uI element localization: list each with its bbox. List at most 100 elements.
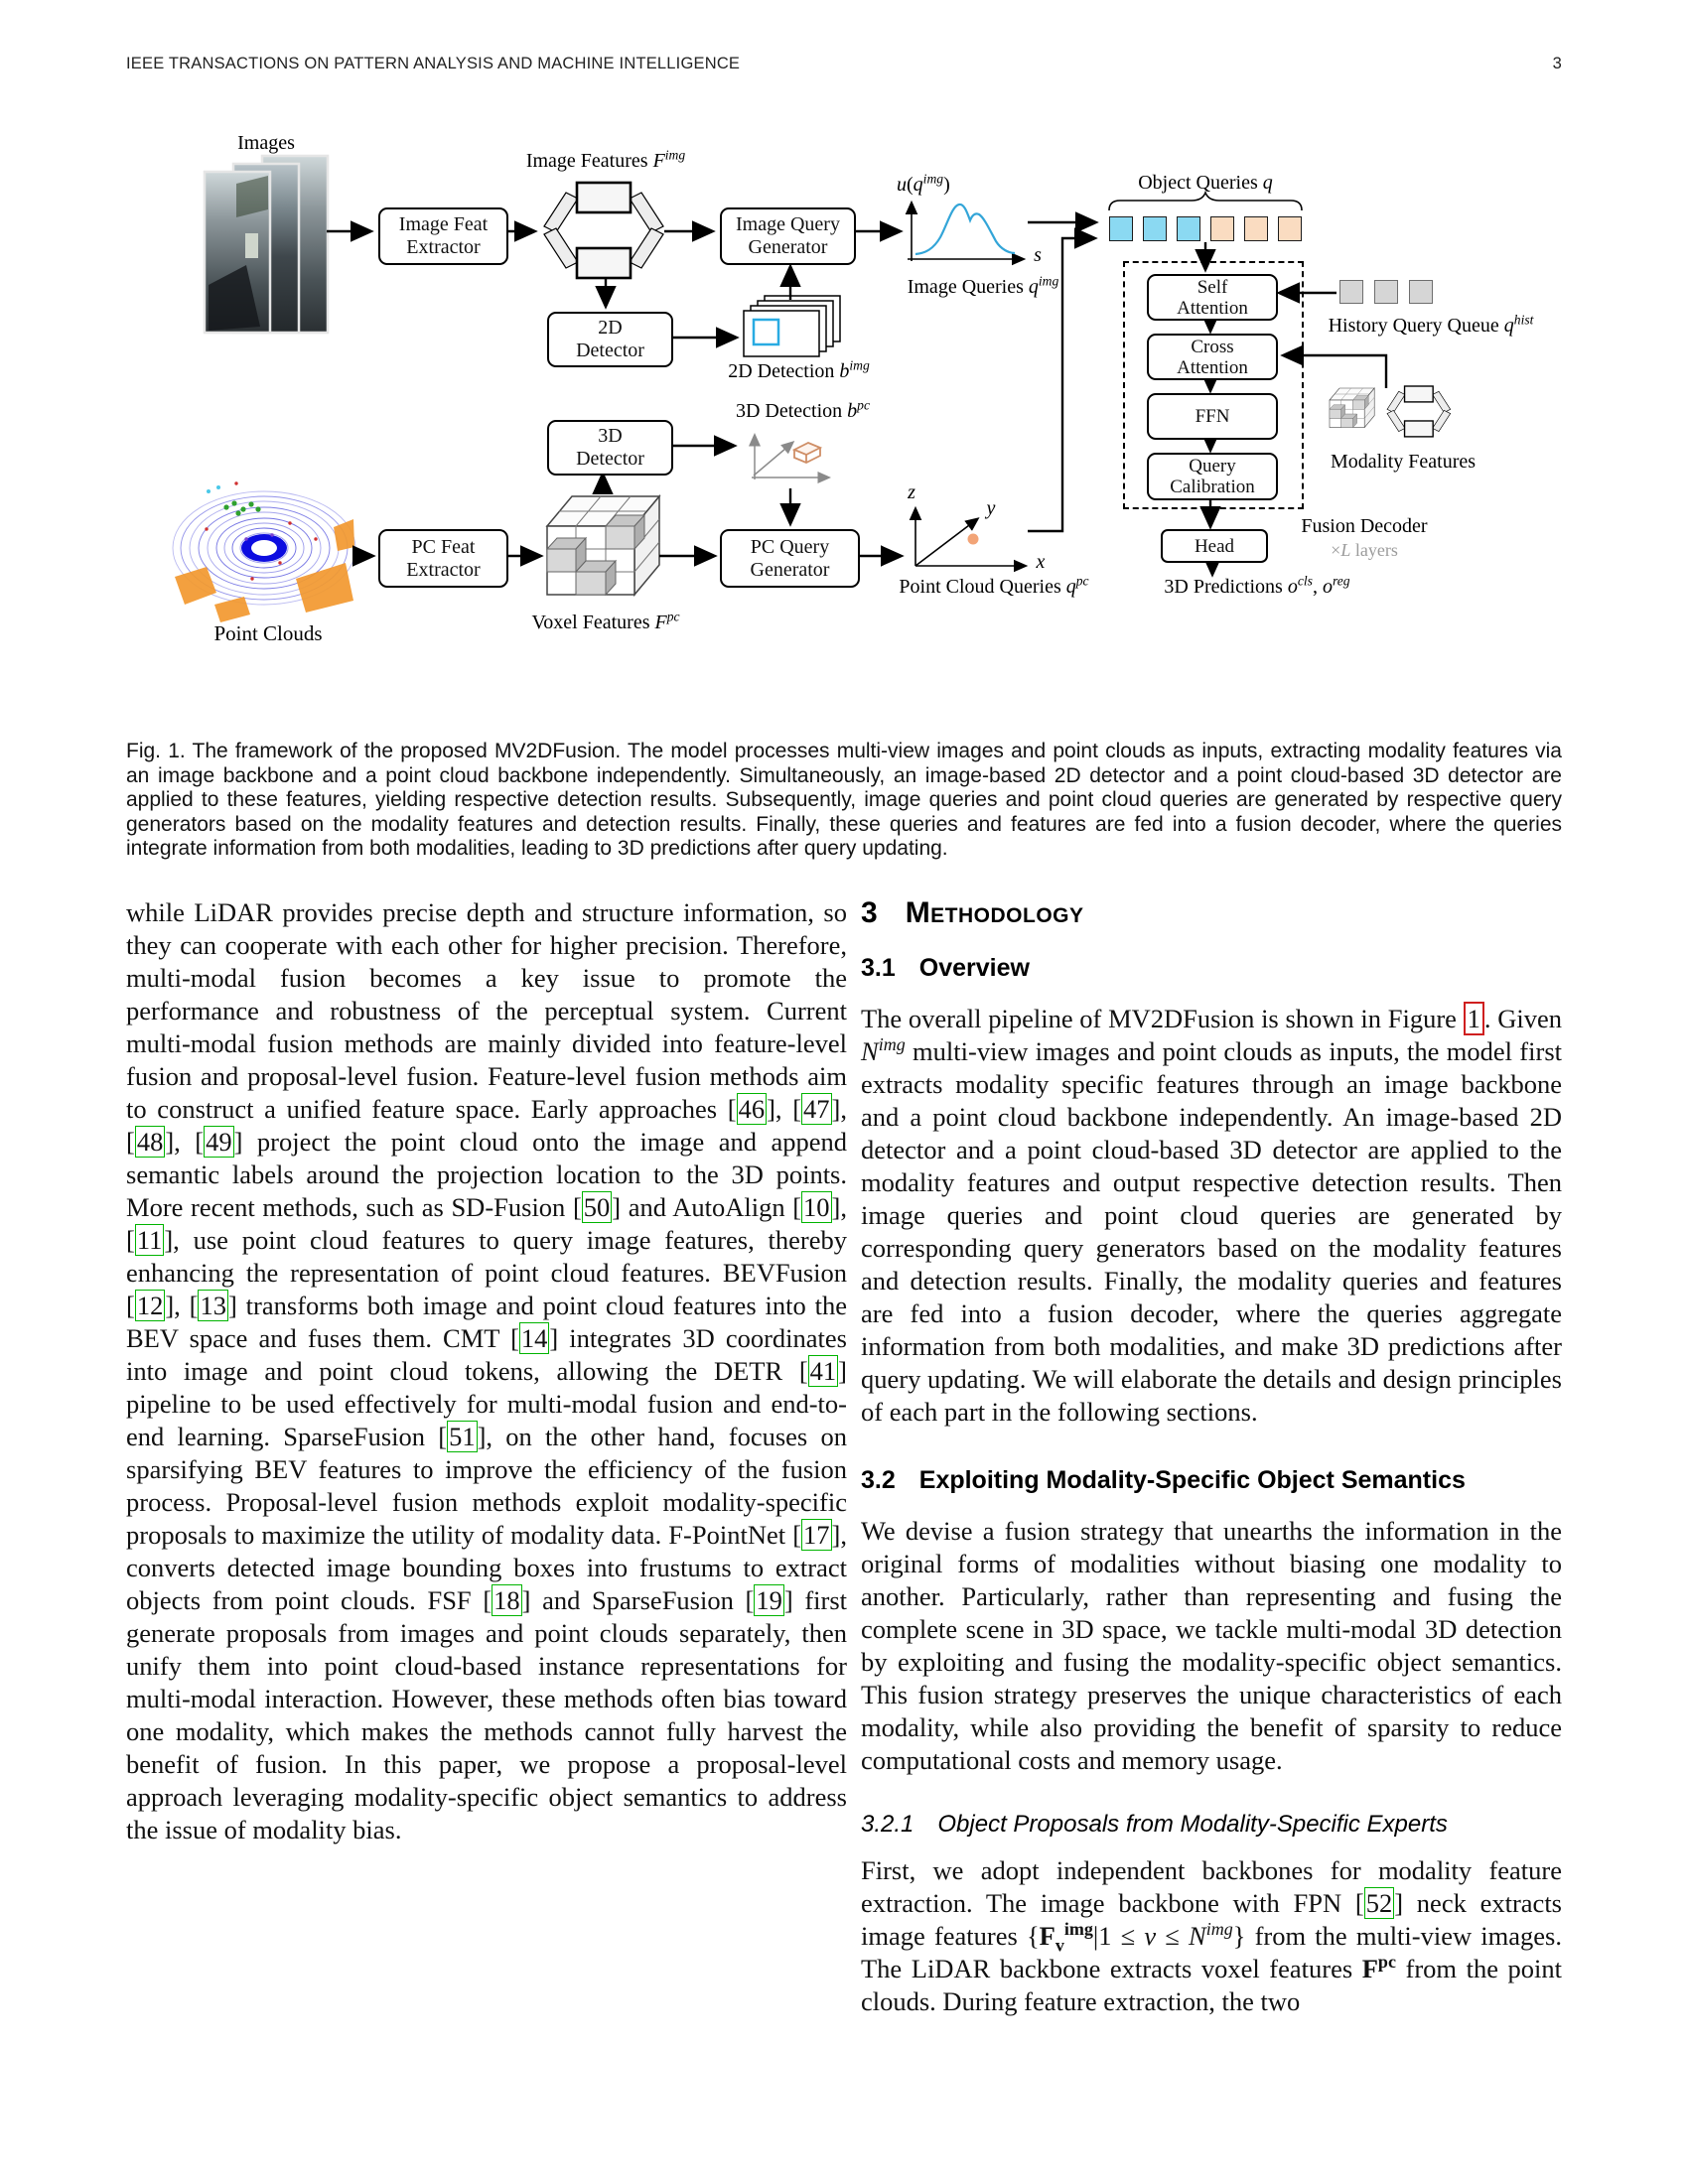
box-line: Attention bbox=[1177, 356, 1248, 378]
3d-predictions-label: 3D Predictions ocls, oreg bbox=[1164, 573, 1350, 598]
box-line: Image Feat bbox=[398, 213, 489, 235]
voxel-features-icon bbox=[546, 495, 660, 596]
history-query-square bbox=[1409, 280, 1433, 304]
box-line: Cross bbox=[1191, 336, 1234, 357]
pc-query-square bbox=[1244, 216, 1268, 241]
pc-queries-label: Point Cloud Queries qpc bbox=[899, 573, 1089, 598]
uq-label: u(qimg) bbox=[897, 171, 950, 196]
citation-link[interactable]: 10 bbox=[801, 1191, 832, 1223]
history-query-square bbox=[1339, 280, 1363, 304]
image-query-square bbox=[1109, 216, 1133, 241]
subsection-title: Exploiting Modality-Specific Object Sema… bbox=[918, 1466, 1466, 1494]
point-clouds-label: Point Clouds bbox=[213, 621, 323, 645]
image-features-icon bbox=[542, 181, 665, 280]
citation-link[interactable]: 50 bbox=[581, 1191, 613, 1223]
query-calibration-box: Query Calibration bbox=[1147, 453, 1278, 500]
math-var: L bbox=[1340, 540, 1351, 560]
image-query-score-plot bbox=[905, 200, 1027, 266]
page-number: 3 bbox=[1552, 55, 1562, 72]
head-box: Head bbox=[1161, 529, 1268, 563]
citation-link[interactable]: 51 bbox=[447, 1421, 478, 1452]
intro-paragraph: while LiDAR provides precise depth and s… bbox=[126, 897, 848, 1844]
citation-link[interactable]: 52 bbox=[1363, 1887, 1395, 1919]
3d-detector-box: 3D Detector bbox=[547, 420, 673, 476]
history-queue-row bbox=[1339, 280, 1433, 304]
score-curve bbox=[914, 203, 1016, 256]
citation-link[interactable]: 12 bbox=[134, 1290, 166, 1321]
math-var: Fpc bbox=[654, 609, 680, 633]
citation-link[interactable]: 18 bbox=[492, 1584, 522, 1616]
math-var: qhist bbox=[1503, 312, 1534, 337]
fusion-decoder-boundary bbox=[1123, 261, 1304, 509]
citation-link[interactable]: 19 bbox=[754, 1584, 784, 1616]
box-line: Extractor bbox=[406, 558, 481, 581]
image-query-square bbox=[1143, 216, 1167, 241]
2d-detection-stack bbox=[743, 295, 841, 357]
citation-link[interactable]: 46 bbox=[736, 1093, 768, 1125]
math-var: qimg bbox=[1028, 273, 1059, 298]
multi-view-images-thumbnail bbox=[203, 154, 330, 335]
section-number: 3 bbox=[861, 896, 878, 929]
cross-attention-box: Cross Attention bbox=[1147, 334, 1278, 380]
pc-query-square bbox=[1210, 216, 1234, 241]
math-var: q bbox=[1262, 172, 1273, 194]
figure-1: Image Feat Extractor Image Query Generat… bbox=[149, 114, 1589, 675]
voxel-features-label: Voxel Features Fpc bbox=[531, 609, 680, 633]
citation-link[interactable]: 13 bbox=[198, 1290, 228, 1321]
x-axis-label: x bbox=[1036, 551, 1046, 573]
box-line: Query bbox=[1189, 456, 1236, 477]
pc-query-point bbox=[967, 533, 979, 545]
pc-query-generator-box: PC Query Generator bbox=[720, 529, 860, 588]
object-queries-label: Object Queries q bbox=[1138, 172, 1273, 194]
math-var: Nimg bbox=[861, 1034, 906, 1066]
2d-detector-box: 2D Detector bbox=[547, 312, 673, 367]
2d-bbox-icon bbox=[752, 318, 780, 346]
image-query-square bbox=[1177, 216, 1200, 241]
box-line: Attention bbox=[1177, 297, 1248, 319]
z-axis-label: z bbox=[908, 481, 915, 503]
box-line: Detector bbox=[576, 448, 644, 470]
2d-detection-label: 2D Detection bimg bbox=[728, 357, 870, 382]
citation-link[interactable]: 49 bbox=[204, 1126, 234, 1158]
citation-link[interactable]: 41 bbox=[807, 1355, 839, 1387]
left-column: while LiDAR provides precise depth and s… bbox=[126, 896, 847, 1846]
history-queue-label: History Query Queue qhist bbox=[1328, 312, 1534, 337]
math-var: Fimg bbox=[652, 147, 686, 172]
math-var: ocls bbox=[1287, 573, 1313, 598]
subsubsection-number: 3.2.1 bbox=[861, 1811, 914, 1838]
pc-query-square bbox=[1278, 216, 1302, 241]
citation-link[interactable]: 14 bbox=[518, 1322, 550, 1354]
image-queries-label: Image Queries qimg bbox=[907, 273, 1059, 298]
object-queries-row bbox=[1109, 216, 1302, 241]
citation-link[interactable]: 47 bbox=[801, 1093, 832, 1125]
ffn-box: FFN bbox=[1147, 393, 1278, 440]
flow-arrows bbox=[327, 211, 1388, 578]
self-attention-box: Self Attention bbox=[1147, 274, 1278, 321]
point-cloud-thumbnail bbox=[172, 481, 356, 622]
citation-link[interactable]: 17 bbox=[801, 1519, 832, 1551]
figure-diagram-canvas bbox=[172, 154, 1452, 622]
box-line: 3D bbox=[598, 425, 623, 447]
math-var: bpc bbox=[847, 397, 871, 422]
math-var: bimg bbox=[839, 357, 870, 382]
figure-ref-link[interactable]: 1 bbox=[1463, 1002, 1484, 1035]
box-line: PC Feat bbox=[411, 535, 476, 558]
strategy-paragraph: We devise a fusion strategy that unearth… bbox=[861, 1516, 1562, 1775]
s-axis-label: s bbox=[1034, 244, 1042, 266]
subsection-title: Overview bbox=[918, 954, 1030, 982]
box-line: Extractor bbox=[406, 236, 481, 258]
3d-detection-icon bbox=[749, 433, 831, 483]
math-var: oreg bbox=[1322, 573, 1350, 598]
3d-detection-label: 3D Detection bpc bbox=[735, 397, 871, 422]
modality-features-label: Modality Features bbox=[1330, 451, 1477, 473]
math-var: Fpc bbox=[1361, 1952, 1396, 1983]
citation-link[interactable]: 11 bbox=[134, 1224, 165, 1256]
overview-paragraph: The overall pipeline of MV2DFusion is sh… bbox=[861, 1002, 1562, 1427]
citation-link[interactable]: 48 bbox=[134, 1126, 166, 1158]
box-line: Generator bbox=[750, 558, 830, 581]
